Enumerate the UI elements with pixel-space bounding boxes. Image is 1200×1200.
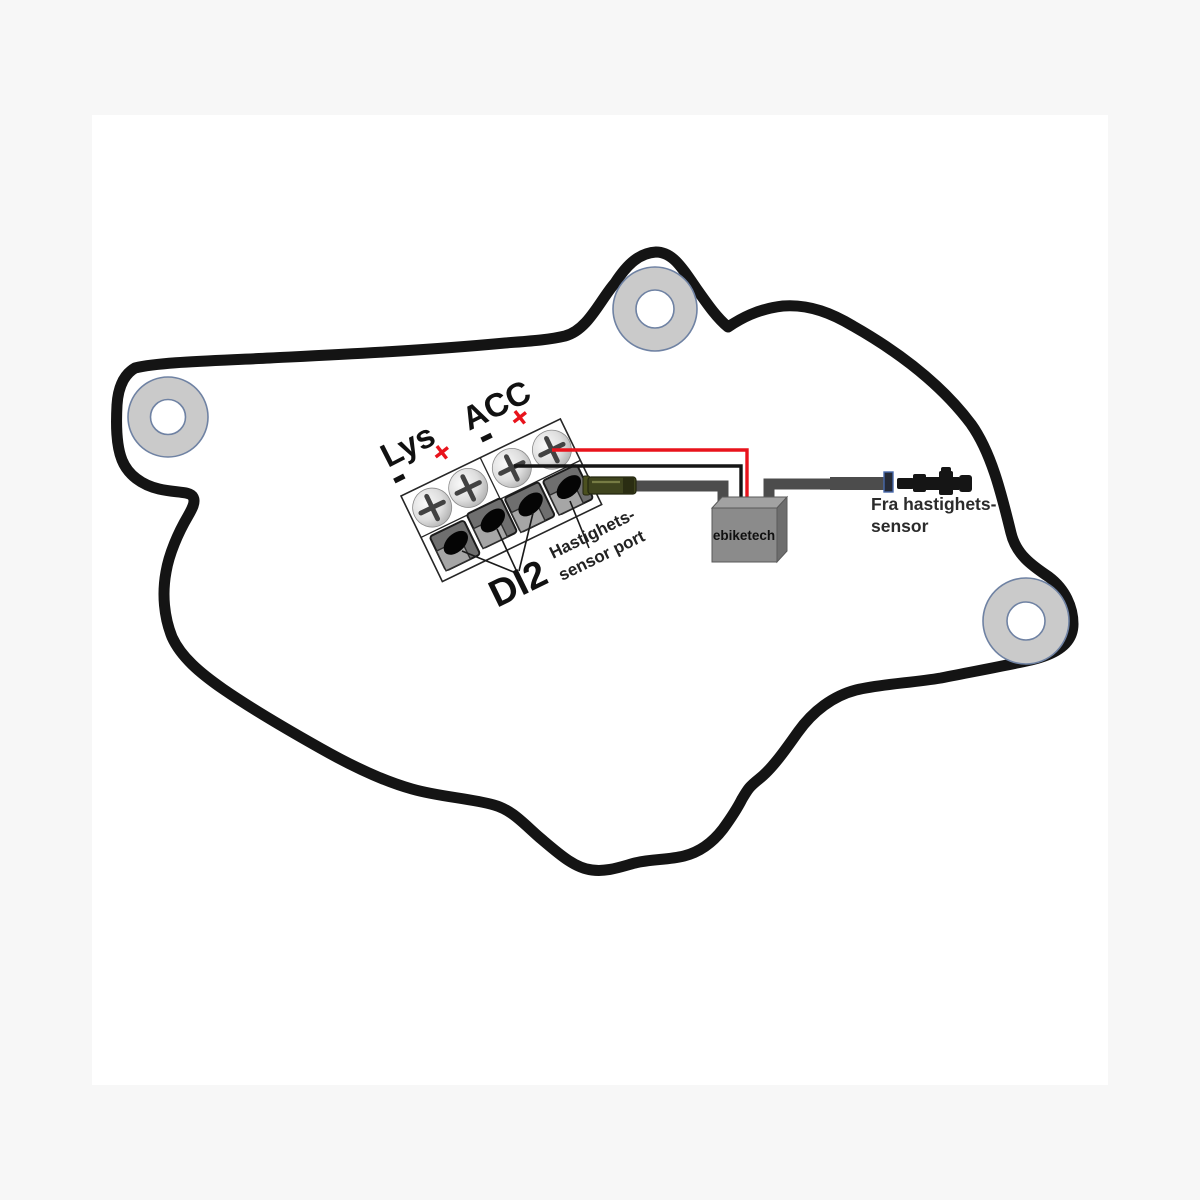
screw-lys-minus <box>412 487 453 528</box>
ebiketech-label: ebiketech <box>713 528 775 543</box>
ebiketech-box: ebiketech <box>710 495 789 564</box>
socket-di2-2 <box>466 497 518 550</box>
socket-speed-sensor-port <box>542 464 594 517</box>
sensor-extension-connector <box>883 471 894 493</box>
socket-di2-1 <box>429 520 481 572</box>
fra-sensor-label-line1: Fra hastighets- <box>871 494 997 514</box>
sensor-extension-wire-sleeve <box>830 477 884 490</box>
fra-sensor-label-line2: sensor <box>871 516 929 536</box>
block-cell-divider <box>479 457 501 500</box>
screw-acc-plus <box>531 429 572 470</box>
wire-red-acc-plus <box>552 448 749 508</box>
screw-lys-plus <box>448 468 489 508</box>
terminal-block <box>399 417 603 583</box>
speed-sensor-inline-connector <box>897 467 972 495</box>
leader-lines <box>461 500 590 574</box>
washer-bottom-right <box>982 577 1070 665</box>
motor-cover-outline <box>111 246 1079 876</box>
speed-sensor-plug <box>582 475 637 496</box>
washer-left <box>127 376 209 458</box>
wire-black-acc-minus <box>514 464 743 508</box>
socket-di2-3 <box>504 481 556 534</box>
washer-top <box>612 266 698 352</box>
